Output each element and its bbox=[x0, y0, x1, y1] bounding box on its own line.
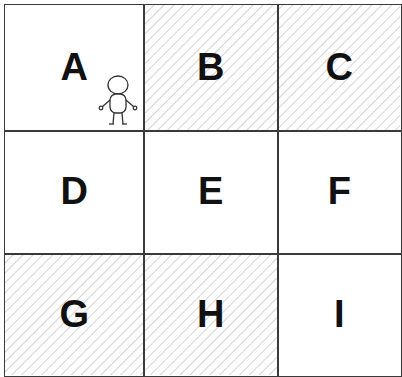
grid-cell: F bbox=[277, 130, 402, 255]
grid-cell: B bbox=[143, 4, 279, 132]
grid-cell: H bbox=[143, 253, 279, 377]
hatched-cell bbox=[143, 4, 277, 130]
grid-cell: E bbox=[143, 130, 279, 255]
grid-cell: I bbox=[277, 253, 402, 377]
grid-cell: G bbox=[4, 253, 145, 377]
cell-label: H bbox=[197, 294, 224, 336]
cell-label: B bbox=[197, 47, 224, 89]
cell-label: A bbox=[61, 47, 88, 89]
cell-label: C bbox=[326, 47, 353, 89]
cell-label: E bbox=[198, 171, 223, 213]
cell-label: D bbox=[61, 171, 88, 213]
stick-figure bbox=[99, 76, 137, 124]
hatched-cell bbox=[277, 4, 400, 130]
grid-cell: A bbox=[4, 4, 145, 132]
hatched-cell bbox=[4, 253, 143, 375]
grid-cell: D bbox=[4, 130, 145, 255]
cell-label: G bbox=[59, 294, 89, 336]
grid-cell: C bbox=[277, 4, 402, 132]
cell-label: F bbox=[328, 171, 351, 213]
hatched-cell bbox=[143, 253, 277, 375]
cell-label: I bbox=[334, 294, 345, 336]
